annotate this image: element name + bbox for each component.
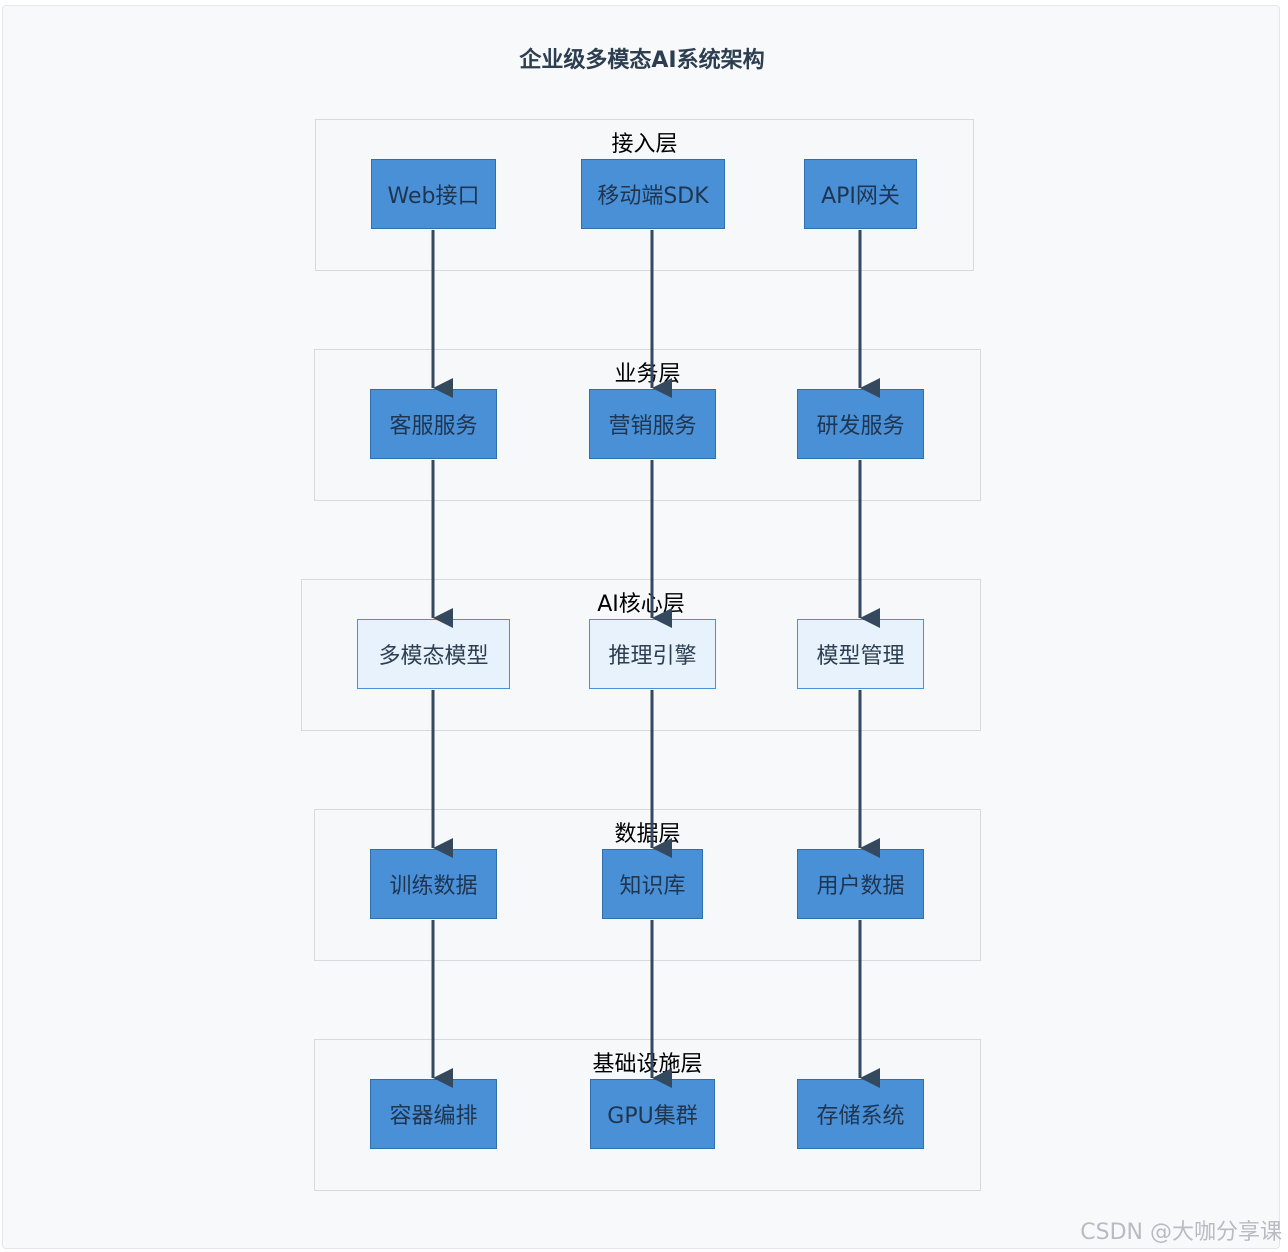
- node-container-orchestration: 容器编排: [370, 1079, 497, 1149]
- node-web-api: Web接口: [371, 159, 496, 229]
- node-api-gateway: API网关: [804, 159, 917, 229]
- node-user-data: 用户数据: [797, 849, 924, 919]
- diagram-title: 企业级多模态AI系统架构: [519, 48, 765, 73]
- node-customer-service: 客服服务: [370, 389, 497, 459]
- node-rd-service: 研发服务: [797, 389, 924, 459]
- layer-label: 数据层: [614, 822, 681, 847]
- layer-label: 基础设施层: [592, 1052, 703, 1077]
- node-multimodal-model: 多模态模型: [357, 619, 510, 689]
- node-storage-system: 存储系统: [797, 1079, 924, 1149]
- watermark: CSDN @大咖分享课: [1080, 1220, 1282, 1245]
- node-model-management: 模型管理: [797, 619, 924, 689]
- layer-label: 业务层: [614, 362, 681, 387]
- node-training-data: 训练数据: [370, 849, 497, 919]
- layer-label: 接入层: [611, 132, 678, 157]
- layer-label: AI核心层: [597, 592, 685, 617]
- node-mobile-sdk: 移动端SDK: [581, 159, 725, 229]
- node-gpu-cluster: GPU集群: [590, 1079, 715, 1149]
- node-knowledge-base: 知识库: [602, 849, 703, 919]
- node-inference-engine: 推理引擎: [589, 619, 716, 689]
- node-marketing-service: 营销服务: [589, 389, 716, 459]
